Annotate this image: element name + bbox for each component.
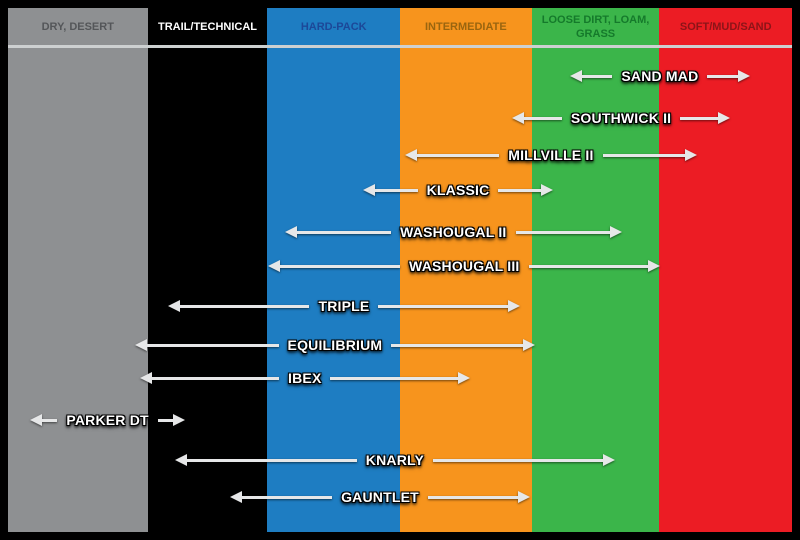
tire-name: SOUTHWICK II — [570, 110, 672, 126]
terrain-column-header: SOFT/MUD/SAND — [679, 20, 772, 33]
arrow-line — [186, 458, 357, 462]
terrain-column: LOOSE DIRT, LOAM, GRASS — [531, 8, 660, 532]
arrow-right-icon — [609, 226, 622, 238]
arrow-right-icon — [457, 372, 470, 384]
arrow-left-icon — [139, 372, 152, 384]
arrow-line — [147, 343, 279, 347]
arrow-left-icon — [167, 300, 180, 312]
tire-name: PARKER DT — [66, 412, 149, 428]
tire-range-row: MILLVILLE II — [404, 144, 698, 166]
arrow-line — [151, 376, 279, 380]
arrow-line — [378, 304, 508, 308]
arrow-left-icon — [404, 149, 417, 161]
header-divider — [8, 45, 792, 48]
terrain-column-header: HARD-PACK — [300, 20, 367, 33]
terrain-column-header: INTERMEDIATE — [424, 20, 507, 33]
arrow-line — [602, 153, 686, 157]
arrow-line — [707, 74, 738, 78]
terrain-column-header: LOOSE DIRT, LOAM, GRASS — [541, 13, 650, 40]
tire-range-row: PARKER DT — [29, 409, 186, 431]
arrow-left-icon — [570, 70, 583, 82]
arrow-right-icon — [602, 454, 615, 466]
tire-range-row: KLASSIC — [363, 179, 553, 201]
tire-name: TRIPLE — [318, 298, 370, 314]
tire-range-row: SOUTHWICK II — [512, 107, 731, 129]
terrain-column: TRAIL/TECHNICAL — [147, 8, 268, 532]
terrain-column-header: TRAIL/TECHNICAL — [158, 20, 258, 33]
terrain-column: SOFT/MUD/SAND — [659, 8, 792, 532]
arrow-right-icon — [737, 70, 750, 82]
arrow-line — [296, 230, 392, 234]
arrow-right-icon — [540, 184, 553, 196]
arrow-line — [41, 418, 58, 422]
arrow-right-icon — [522, 339, 535, 351]
tire-name: EQUILIBRIUM — [287, 337, 383, 353]
chart-area: DRY, DESERT TRAIL/TECHNICAL HARD-PACK INTER… — [8, 8, 792, 532]
tire-name: WASHOUGAL II — [400, 224, 507, 240]
tire-name: MILLVILLE II — [508, 147, 594, 163]
arrow-right-icon — [173, 414, 186, 426]
arrow-line — [528, 264, 649, 268]
arrow-right-icon — [685, 149, 698, 161]
tire-range-row: GAUNTLET — [229, 486, 531, 508]
terrain-columns: DRY, DESERT TRAIL/TECHNICAL HARD-PACK INTER… — [8, 8, 792, 532]
arrow-line — [582, 74, 613, 78]
arrow-line — [427, 495, 519, 499]
arrow-line — [524, 116, 562, 120]
arrow-line — [515, 230, 610, 234]
tire-name: KLASSIC — [426, 182, 490, 198]
tire-range-row: WASHOUGAL II — [284, 221, 622, 243]
arrow-line — [680, 116, 719, 120]
arrow-right-icon — [648, 260, 661, 272]
arrow-right-icon — [518, 491, 531, 503]
arrow-right-icon — [507, 300, 520, 312]
arrow-line — [330, 376, 458, 380]
tire-name: KNARLY — [365, 452, 425, 468]
tire-range-row: KNARLY — [174, 449, 615, 471]
tire-range-row: IBEX — [139, 367, 470, 389]
arrow-right-icon — [718, 112, 731, 124]
terrain-column: HARD-PACK — [267, 8, 400, 532]
tire-name: WASHOUGAL III — [409, 258, 520, 274]
tire-range-row: SAND MAD — [570, 65, 750, 87]
arrow-left-icon — [135, 339, 147, 351]
arrow-line — [498, 188, 541, 192]
terrain-column: DRY, DESERT — [8, 8, 148, 532]
arrow-left-icon — [174, 454, 187, 466]
arrow-line — [241, 495, 333, 499]
arrow-line — [280, 264, 401, 268]
arrow-left-icon — [512, 112, 525, 124]
arrow-left-icon — [363, 184, 376, 196]
arrow-line — [375, 188, 418, 192]
arrow-left-icon — [29, 414, 42, 426]
tire-range-row: EQUILIBRIUM — [135, 334, 535, 356]
tire-range-row: WASHOUGAL III — [268, 255, 661, 277]
arrow-line — [157, 418, 174, 422]
terrain-column-header: DRY, DESERT — [41, 20, 114, 33]
arrow-left-icon — [229, 491, 242, 503]
arrow-line — [179, 304, 310, 308]
arrow-line — [416, 153, 500, 157]
terrain-column: INTERMEDIATE — [399, 8, 532, 532]
tire-name: SAND MAD — [621, 68, 699, 84]
arrow-left-icon — [284, 226, 297, 238]
arrow-line — [433, 458, 603, 462]
tire-range-row: TRIPLE — [167, 295, 520, 317]
arrow-left-icon — [268, 260, 281, 272]
tire-rows: SAND MAD SOUTHWICK II MILLVILLE II KLASSIC W… — [8, 8, 792, 532]
arrow-line — [391, 343, 523, 347]
tire-name: GAUNTLET — [341, 489, 419, 505]
tire-name: IBEX — [288, 370, 322, 386]
